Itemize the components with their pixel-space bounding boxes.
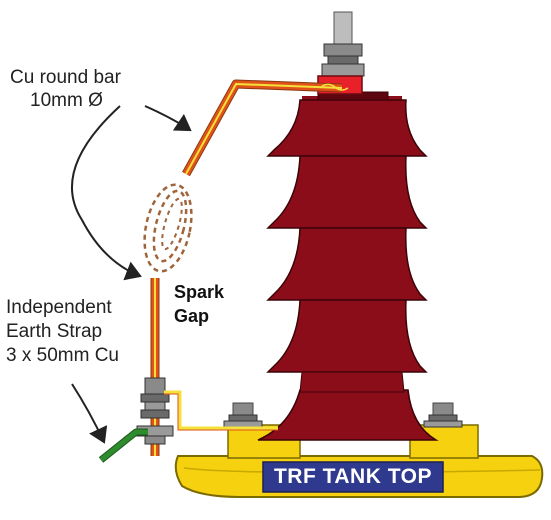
bushing-insulator — [257, 91, 439, 441]
tank-plate-label: TRF TANK TOP — [273, 465, 433, 488]
insulator-shed-4 — [266, 299, 428, 373]
spark-gap-label-line2: Gap — [174, 306, 210, 326]
insulator-shed-2 — [266, 155, 428, 229]
insulator-shed-1 — [266, 99, 428, 157]
top-terminal-stud — [321, 11, 365, 77]
insulator-base-flange — [227, 424, 479, 459]
upper-cu-round-bar — [182, 79, 349, 177]
earth-strap — [98, 428, 148, 463]
tank-label-plate — [262, 461, 444, 493]
spark-gap-arc — [143, 183, 193, 273]
earth-strap-label-line3: 3 x 50mm Cu — [6, 345, 119, 366]
cu-bar-label-line1: Cu round bar — [10, 67, 121, 88]
earth-clamp-bolts — [136, 377, 174, 445]
earth-strap-arrow — [71, 383, 108, 444]
bond-connection — [164, 390, 278, 431]
cu-bar-arrow — [144, 105, 192, 132]
tank-bolt-left — [223, 402, 263, 428]
cu-bar-label-line2: 10mm Ø — [30, 90, 103, 111]
spark-gap-label-line1: Spark — [174, 282, 225, 302]
tank-bolt-right — [423, 402, 463, 428]
earth-strap-label-line1: Independent — [6, 297, 112, 318]
cu-bar-lower-arrow — [71, 105, 142, 281]
insulator-shed-3 — [266, 227, 428, 301]
earth-strap-label-line2: Earth Strap — [6, 321, 103, 342]
